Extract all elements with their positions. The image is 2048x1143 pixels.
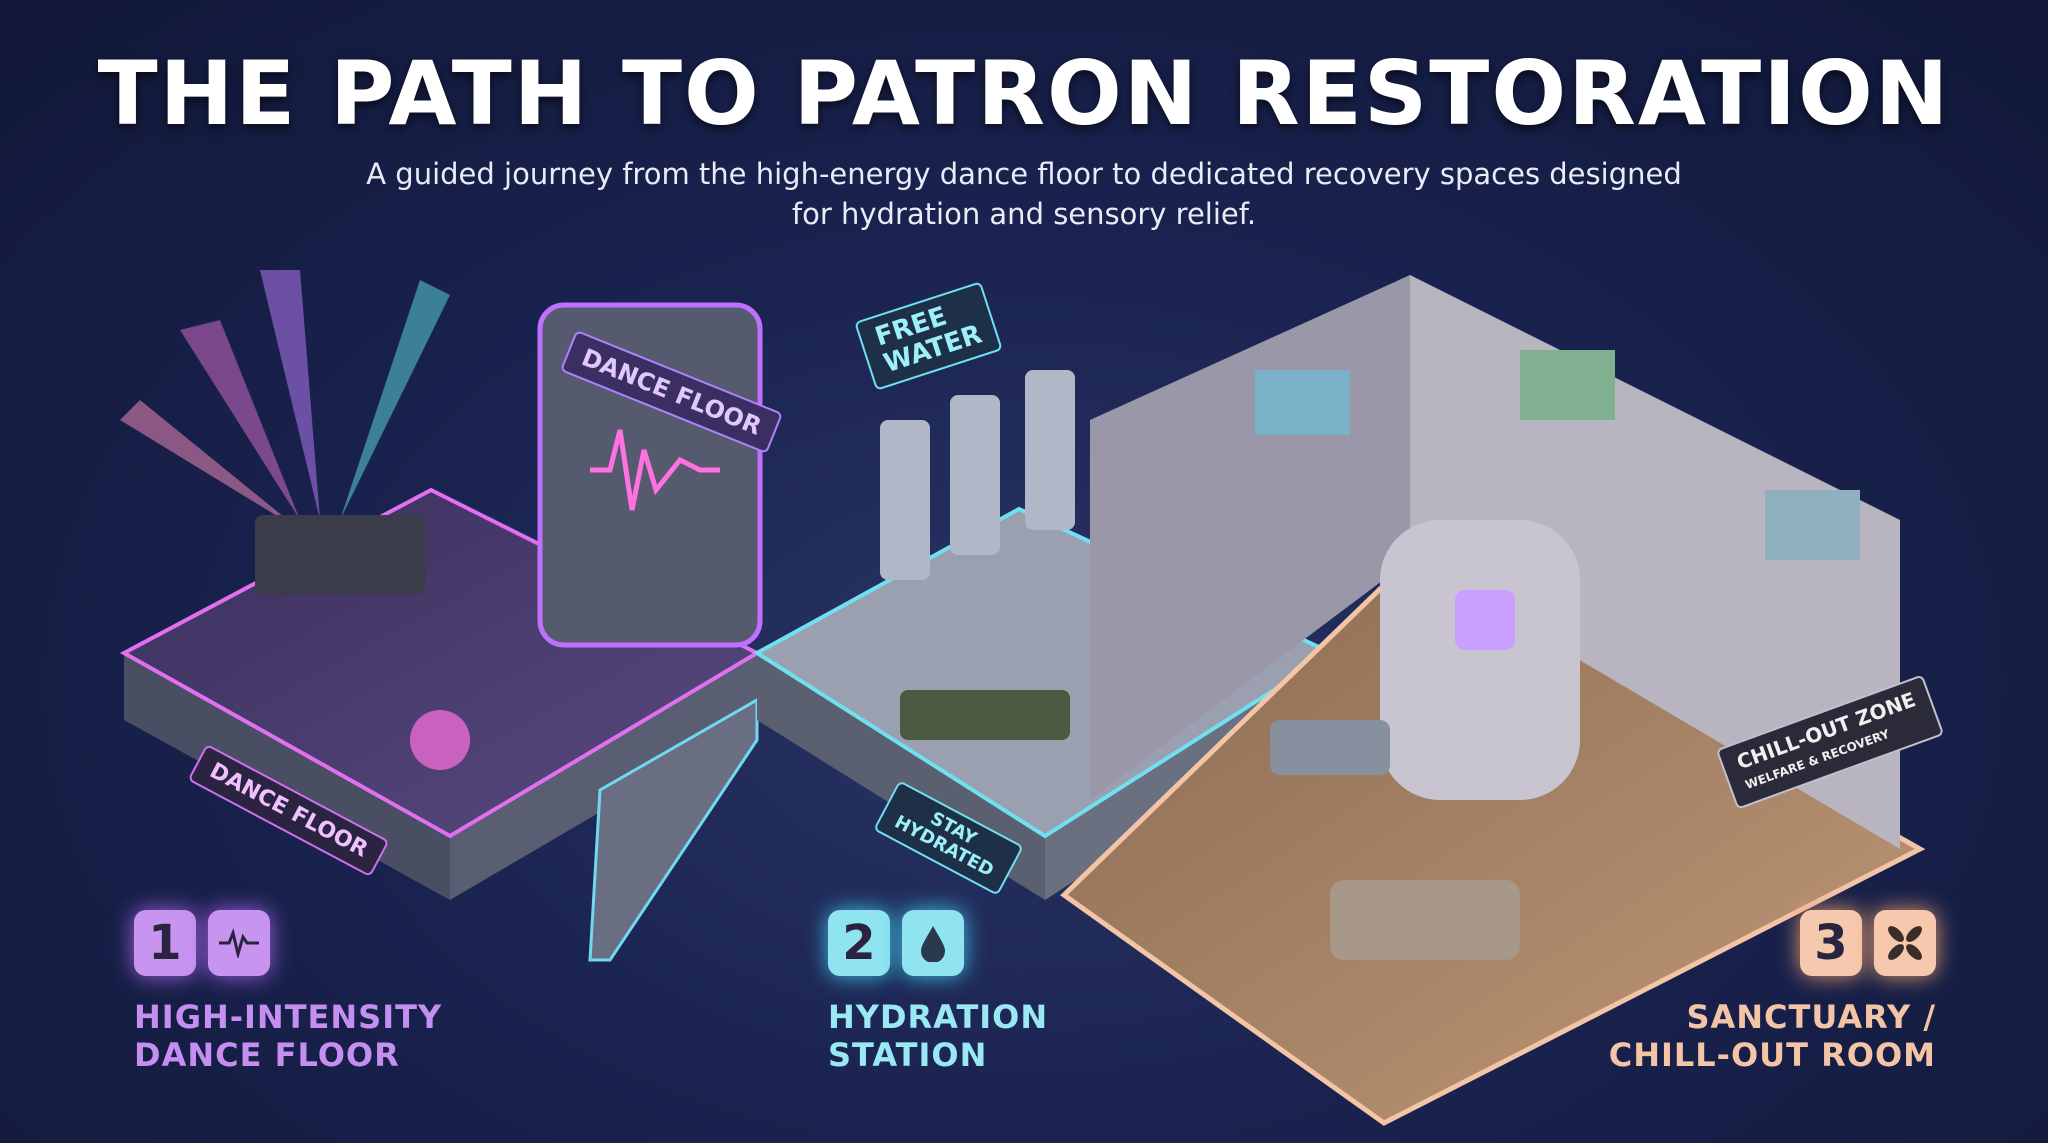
soundwave-icon	[590, 429, 720, 511]
dj-booth	[255, 515, 425, 595]
ramp	[588, 697, 759, 962]
page-title: THE PATH TO PATRON RESTORATION	[97, 42, 1951, 145]
wall-screen	[1765, 490, 1860, 560]
sofa	[1330, 880, 1520, 960]
partition-wall	[1380, 520, 1580, 800]
chill-out-room	[1060, 275, 1926, 1126]
petal-logo-sign	[1455, 590, 1515, 650]
step-number-badge: 2	[828, 910, 890, 976]
step-label: HYDRATION STATION	[828, 998, 1049, 1074]
heartbeat-icon	[208, 910, 270, 976]
step-2-hydration: 2 HYDRATION STATION	[828, 910, 1048, 1074]
water-drop-icon	[902, 910, 964, 976]
planter	[900, 690, 1070, 740]
stage-light-beams	[120, 270, 450, 530]
reception-desk	[1270, 720, 1390, 775]
water-cooler	[1025, 370, 1075, 530]
page-subtitle: A guided journey from the high-energy da…	[366, 157, 1682, 231]
step-3-sanctuary: 3 SANCTUARY / CHILL-OUT ROOM	[1609, 910, 1936, 1074]
step-label: HIGH-INTENSITY DANCE FLOOR	[134, 998, 443, 1074]
water-cooler	[880, 420, 930, 580]
step-label: SANCTUARY / CHILL-OUT ROOM	[1608, 998, 1936, 1074]
step-number-badge: 3	[1800, 910, 1862, 976]
petal-logo-icon	[1874, 910, 1936, 976]
wall-screen	[1520, 350, 1615, 420]
step-number-badge: 1	[134, 910, 196, 976]
water-cooler	[950, 395, 1000, 555]
wall-screen	[1255, 370, 1350, 435]
floor-logo-icon	[410, 710, 470, 770]
step-1-dance-floor: 1 HIGH-INTENSITY DANCE FLOOR	[134, 910, 442, 1074]
